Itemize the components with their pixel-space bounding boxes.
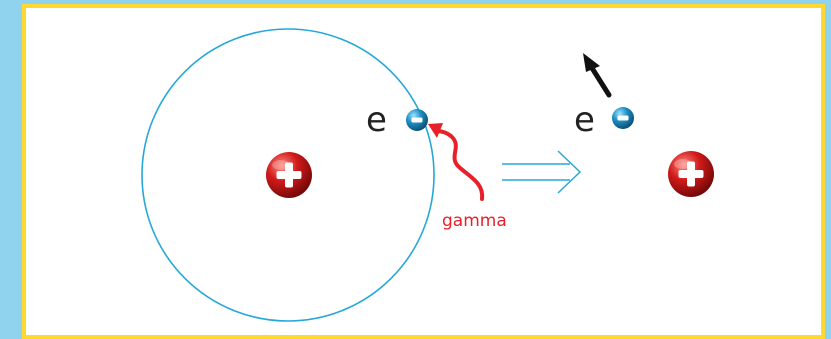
electron-orbit (141, 28, 435, 322)
nucleus-left (266, 152, 312, 198)
electron-bound (406, 109, 428, 131)
electron-label-right: e (574, 100, 595, 140)
electron-free (612, 107, 634, 129)
implies-arrow-icon (502, 150, 582, 194)
nucleus-right (668, 151, 714, 197)
ejection-arrow-icon (583, 53, 612, 98)
gamma-photon-arrow (428, 123, 485, 201)
electron-label-left: e (366, 100, 387, 140)
gamma-label: gamma (442, 211, 507, 231)
minus-icon (617, 115, 629, 121)
minus-icon (411, 117, 423, 123)
